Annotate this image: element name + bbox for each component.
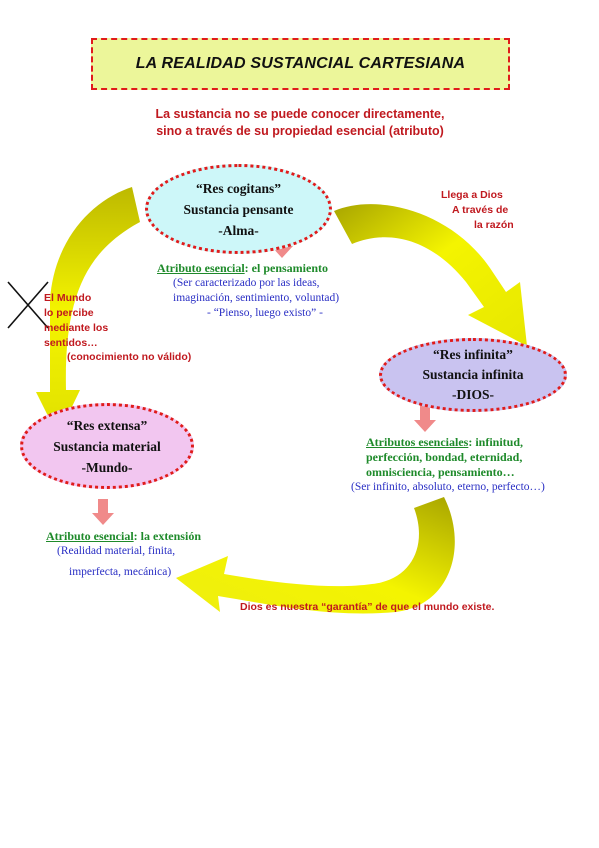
cogitans-desc-line: imaginación, sentimiento, voluntad): [173, 292, 340, 304]
res-extensa-alias: -Mundo-: [81, 459, 133, 475]
res-extensa-type: Sustancia material: [53, 438, 161, 454]
res-extensa-ellipse: “Res extensa” Sustancia material -Mundo-: [20, 403, 194, 489]
note-dios-line: A través de: [452, 204, 509, 216]
attribute-value: : la extensión: [133, 529, 201, 543]
extensa-desc-line: imperfecta, mecánica): [69, 566, 172, 578]
res-infinita-name: “Res infinita”: [433, 347, 513, 362]
note-dios-line: la razón: [474, 219, 514, 231]
arrow-infinita-to-extensa: [176, 497, 455, 614]
infinita-desc: (Ser infinito, absoluto, eterno, perfect…: [351, 481, 545, 493]
arrow-cogitans-to-extensa: [36, 187, 140, 436]
note-invalid-knowledge: (conocimiento no válido): [67, 351, 192, 363]
note-mundo-line: sentidos…: [44, 337, 98, 349]
res-cogitans-name: “Res cogitans”: [195, 180, 282, 196]
cross-mark-line: [7, 281, 49, 329]
attribute-value: : el pensamiento: [244, 261, 328, 275]
infinita-attribute: Atributos esenciales: infinitud,: [366, 435, 523, 450]
res-cogitans-alias: -Alma-: [218, 222, 259, 238]
res-infinita-type: Sustancia infinita: [422, 367, 524, 382]
attribute-value: : infinitud,: [468, 435, 524, 449]
pink-arrow-extensa: [92, 499, 114, 525]
extensa-desc-line: (Realidad material, finita,: [57, 545, 176, 557]
res-infinita-alias: -DIOS-: [451, 387, 494, 402]
note-garantia: Dios es nuestra “garantía” de que el mun…: [240, 601, 495, 613]
pink-arrow-infinita: [414, 405, 436, 432]
arrow-cogitans-to-infinita: [334, 204, 527, 346]
infinita-attribute-line: perfección, bondad, eternidad,: [366, 450, 523, 464]
attribute-label: Atributo esencial: [46, 529, 134, 543]
page-title: LA REALIDAD SUSTANCIAL CARTESIANA: [135, 55, 466, 72]
title-box: LA REALIDAD SUSTANCIAL CARTESIANA: [91, 38, 510, 90]
res-extensa-name: “Res extensa”: [66, 417, 148, 433]
attribute-label: Atributo esencial: [157, 261, 245, 275]
subtitle-line: La sustancia no se puede conocer directa…: [155, 107, 445, 121]
note-mundo-line: mediante los: [44, 322, 109, 334]
note-mundo-line: lo percibe: [44, 307, 94, 319]
cogitans-quote: - “Pienso, luego existo” -: [207, 307, 323, 319]
extensa-attribute: Atributo esencial: la extensión: [46, 529, 201, 544]
cogitans-desc-line: (Ser caracterizado por las ideas,: [173, 277, 320, 289]
cogitans-attribute: Atributo esencial: el pensamiento: [157, 261, 328, 276]
note-mundo-line: El Mundo: [44, 292, 92, 304]
res-cogitans-type: Sustancia pensante: [183, 201, 294, 217]
note-dios-line: Llega a Dios: [441, 189, 503, 201]
subtitle-line: sino a través de su propiedad esencial (…: [156, 124, 444, 138]
res-infinita-ellipse: “Res infinita” Sustancia infinita -DIOS-: [379, 338, 567, 412]
res-cogitans-ellipse: “Res cogitans” Sustancia pensante -Alma-: [145, 164, 332, 254]
attribute-label: Atributos esenciales: [366, 435, 469, 449]
infinita-attribute-line: omnisciencia, pensamiento…: [366, 465, 515, 479]
